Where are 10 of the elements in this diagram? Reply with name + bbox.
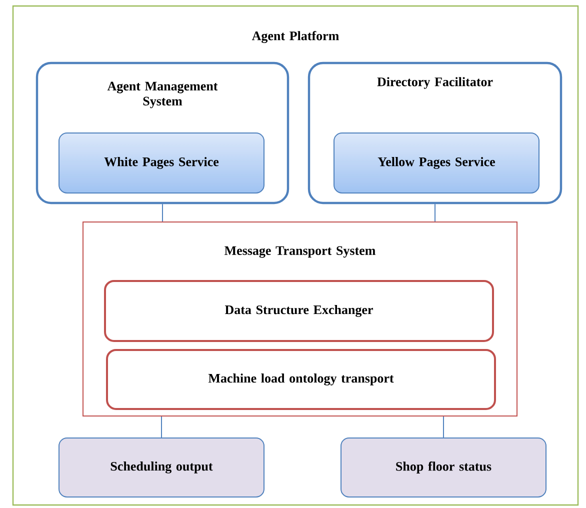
module-box: Data Structure Exchanger bbox=[104, 280, 494, 342]
service-box: Yellow Pages Service bbox=[334, 132, 540, 194]
connector-line bbox=[161, 416, 162, 438]
output-box: Scheduling output bbox=[58, 437, 264, 498]
connector-line bbox=[434, 204, 436, 222]
module-box: Machine load ontology transport bbox=[106, 348, 496, 410]
service-box: White Pages Service bbox=[58, 132, 264, 194]
connector-line bbox=[162, 204, 163, 222]
connector-line bbox=[443, 416, 444, 438]
output-box: Shop floor status bbox=[340, 437, 546, 498]
